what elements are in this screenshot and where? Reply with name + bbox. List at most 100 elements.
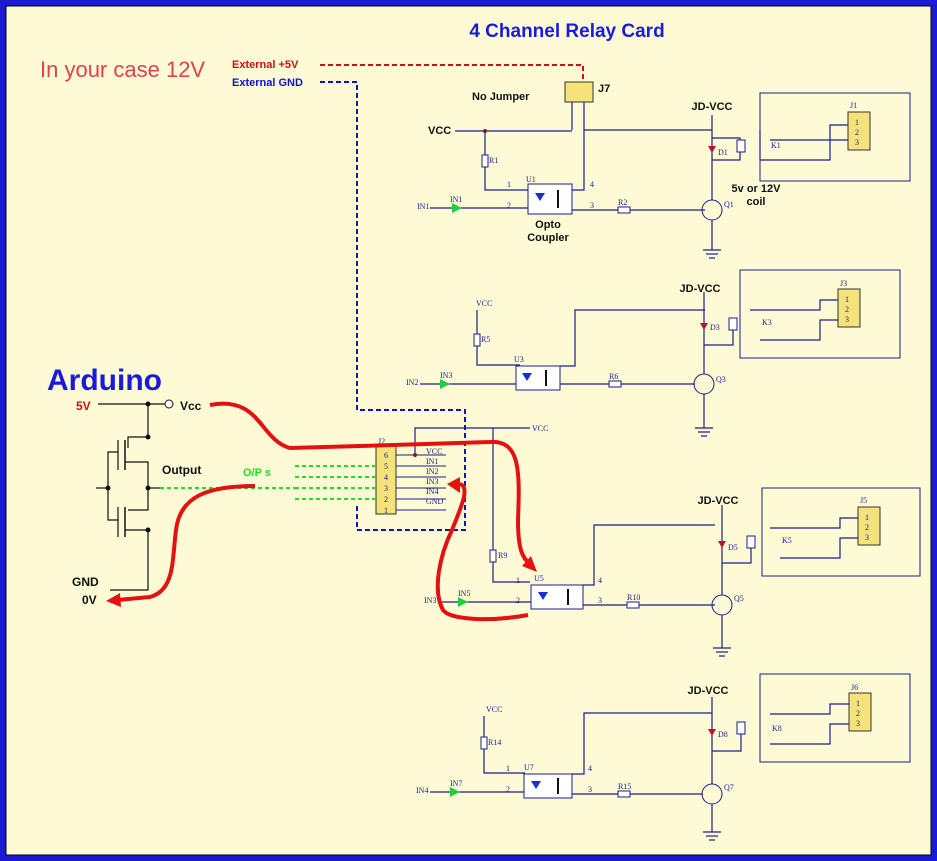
- ch1-terminal: [847, 111, 871, 151]
- svg-text:D3: D3: [710, 323, 720, 332]
- svg-text:GND: GND: [426, 497, 444, 506]
- svg-text:coil: coil: [747, 196, 766, 208]
- svg-text:4: 4: [588, 764, 592, 773]
- svg-text:IN3: IN3: [440, 371, 452, 380]
- svg-text:R15: R15: [618, 782, 631, 791]
- relay-channel-1: VCC R1 U1 1 2 3 4 R2 IN1 IN1 Opto Couple…: [417, 92, 911, 259]
- svg-text:4: 4: [384, 473, 388, 482]
- svg-text:Q3: Q3: [716, 375, 726, 384]
- svg-text:IN1: IN1: [417, 202, 429, 211]
- jumper-j7: [564, 81, 594, 103]
- svg-text:VCC: VCC: [486, 705, 502, 714]
- svg-text:1: 1: [516, 576, 520, 585]
- svg-text:U7: U7: [524, 763, 534, 772]
- relay-channel-4: VCC R14 U7 1 2 3 4 R15 IN4 IN7 Q7 JD-VCC…: [416, 673, 911, 841]
- svg-text:2: 2: [506, 785, 510, 794]
- svg-text:Q5: Q5: [734, 594, 744, 603]
- svg-text:K1: K1: [771, 141, 781, 150]
- svg-text:Q1: Q1: [724, 200, 734, 209]
- svg-text:3: 3: [856, 719, 860, 728]
- svg-text:IN7: IN7: [450, 779, 462, 788]
- green-output-lines: [160, 465, 376, 500]
- svg-text:Q7: Q7: [724, 783, 734, 792]
- external-5v-line: [320, 64, 584, 82]
- svg-text:JD-VCC: JD-VCC: [680, 283, 721, 295]
- svg-text:3: 3: [590, 201, 594, 210]
- svg-text:J5: J5: [860, 496, 867, 505]
- schematic-background: [5, 5, 932, 856]
- ch1-resistor: [481, 154, 489, 168]
- svg-text:K5: K5: [782, 536, 792, 545]
- svg-text:J6: J6: [851, 683, 858, 692]
- svg-text:D1: D1: [718, 148, 728, 157]
- svg-text:IN4: IN4: [426, 487, 438, 496]
- svg-text:U3: U3: [514, 355, 524, 364]
- relay-channel-3: R9 U5 1 2 3 4 R10 IN3 IN5 Q5 JD-VCC D5 K…: [424, 428, 921, 657]
- svg-text:R5: R5: [481, 335, 490, 344]
- svg-text:JD-VCC: JD-VCC: [698, 495, 739, 507]
- arduino-driver: Arduino 5V Vcc Output GND 0V: [47, 364, 202, 607]
- svg-text:5V: 5V: [76, 399, 91, 413]
- svg-text:Vcc: Vcc: [180, 399, 202, 413]
- svg-text:VCC: VCC: [426, 447, 442, 456]
- svg-text:4: 4: [598, 576, 602, 585]
- svg-text:1: 1: [506, 764, 510, 773]
- svg-text:K3: K3: [762, 318, 772, 327]
- svg-text:D5: D5: [728, 543, 738, 552]
- svg-text:J2: J2: [378, 437, 385, 446]
- svg-text:2: 2: [865, 523, 869, 532]
- svg-text:K8: K8: [772, 724, 782, 733]
- svg-text:D8: D8: [718, 730, 728, 739]
- svg-text:3: 3: [588, 785, 592, 794]
- svg-text:IN2: IN2: [426, 467, 438, 476]
- svg-text:R2: R2: [618, 198, 627, 207]
- svg-text:1: 1: [507, 180, 511, 189]
- svg-text:Output: Output: [162, 463, 201, 477]
- svg-text:U1: U1: [526, 175, 536, 184]
- svg-text:5v or 12V: 5v or 12V: [732, 183, 782, 195]
- svg-text:IN3: IN3: [426, 477, 438, 486]
- svg-text:U5: U5: [534, 574, 544, 583]
- svg-text:IN1: IN1: [426, 457, 438, 466]
- note-external-5v: External +5V: [232, 59, 299, 71]
- ch1-vcc-label: VCC: [428, 125, 451, 137]
- svg-text:IN4: IN4: [416, 786, 428, 795]
- ch1-optocoupler: [527, 183, 573, 215]
- svg-text:Opto: Opto: [535, 219, 561, 231]
- svg-text:2: 2: [845, 305, 849, 314]
- svg-text:1: 1: [384, 506, 388, 515]
- external-gnd-line: [320, 81, 466, 531]
- svg-text:2: 2: [855, 128, 859, 137]
- svg-text:1: 1: [856, 699, 860, 708]
- svg-text:JD-VCC: JD-VCC: [688, 685, 729, 697]
- svg-text:1: 1: [865, 513, 869, 522]
- svg-text:5: 5: [384, 462, 388, 471]
- svg-text:4: 4: [590, 180, 594, 189]
- svg-text:R1: R1: [489, 156, 498, 165]
- svg-text:3: 3: [845, 315, 849, 324]
- svg-text:1: 1: [855, 118, 859, 127]
- svg-text:Coupler: Coupler: [527, 232, 569, 244]
- note-external-gnd: External GND: [232, 77, 303, 89]
- note-no-jumper: No Jumper: [472, 91, 530, 103]
- svg-text:R14: R14: [488, 738, 501, 747]
- svg-text:JD-VCC: JD-VCC: [692, 101, 733, 113]
- note-in-your-case: In your case 12V: [40, 57, 205, 82]
- svg-text:GND: GND: [72, 575, 99, 589]
- relay-channel-2: VCC R5 U3 R6 IN2 IN3 Q3 JD-VCC D3 K3 J3 …: [406, 269, 901, 437]
- note-op-s: O/P s: [243, 467, 271, 479]
- arduino-label: Arduino: [47, 364, 162, 397]
- jumper-ref: J7: [598, 83, 610, 95]
- red-current-paths: [117, 401, 532, 622]
- svg-text:2: 2: [516, 596, 520, 605]
- svg-text:IN2: IN2: [406, 378, 418, 387]
- svg-text:IN3: IN3: [424, 596, 436, 605]
- svg-text:R10: R10: [627, 593, 640, 602]
- svg-text:3: 3: [598, 596, 602, 605]
- svg-text:2: 2: [384, 495, 388, 504]
- svg-text:IN5: IN5: [458, 589, 470, 598]
- svg-text:R6: R6: [609, 372, 618, 381]
- svg-text:0V: 0V: [82, 593, 97, 607]
- svg-text:1: 1: [845, 295, 849, 304]
- svg-text:3: 3: [855, 138, 859, 147]
